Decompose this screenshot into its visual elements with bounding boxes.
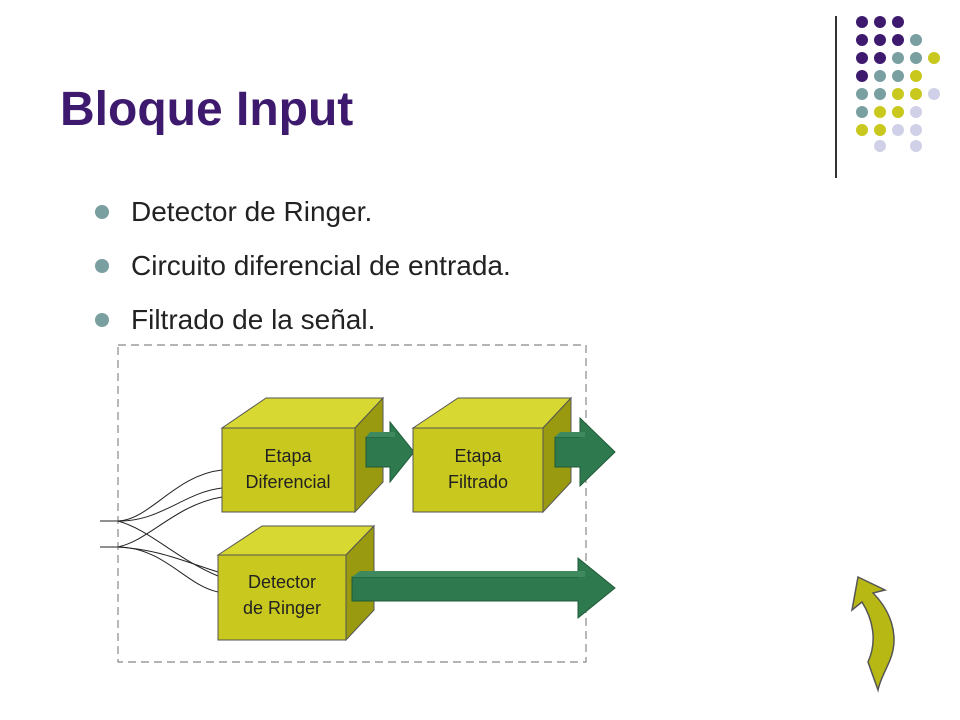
decor-dot: [856, 88, 868, 100]
bullet-dot-icon: [95, 205, 109, 219]
decor-dot: [874, 52, 886, 64]
block-etapa-diferencial: Etapa Diferencial: [220, 396, 385, 514]
decor-dot: [928, 52, 940, 64]
decor-dot: [856, 70, 868, 82]
decor-dot: [874, 88, 886, 100]
decor-dot: [892, 124, 904, 136]
decor-dot: [910, 70, 922, 82]
input-wires: [100, 469, 223, 593]
decor-dot: [874, 140, 886, 152]
bullet-text: Circuito diferencial de entrada.: [131, 250, 511, 281]
decor-dot: [856, 34, 868, 46]
block-label-line2: de Ringer: [243, 598, 321, 618]
decor-dot: [874, 106, 886, 118]
decor-dot: [874, 70, 886, 82]
decor-dot: [892, 52, 904, 64]
bullet-list: Detector de Ringer. Circuito diferencial…: [95, 192, 511, 354]
block-label-line1: Etapa: [264, 446, 312, 466]
decor-dot: [874, 34, 886, 46]
arrow-ringer-output: [351, 556, 616, 620]
diagram-boundary: [117, 344, 587, 663]
decor-dot: [910, 34, 922, 46]
decor-dot: [856, 106, 868, 118]
decor-dot: [874, 124, 886, 136]
bullet-item: Detector de Ringer.: [95, 192, 511, 246]
bullet-item: Circuito diferencial de entrada.: [95, 246, 511, 300]
block-label-line2: Filtrado: [448, 472, 508, 492]
decor-dot: [874, 16, 886, 28]
decor-dot: [928, 88, 940, 100]
bullet-dot-icon: [95, 259, 109, 273]
bullet-dot-icon: [95, 313, 109, 327]
block-label-line2: Diferencial: [245, 472, 330, 492]
arrow-filtrado-output: [554, 416, 616, 488]
decor-dot: [892, 16, 904, 28]
decor-dot: [910, 106, 922, 118]
slide-title: Bloque Input: [60, 83, 354, 136]
decor-dot: [892, 70, 904, 82]
decor-dot: [910, 52, 922, 64]
arrow-diferencial-to-filtrado: [365, 420, 415, 484]
block-label-line1: Etapa: [454, 446, 502, 466]
decor-dot: [856, 52, 868, 64]
back-arrow-icon[interactable]: [850, 575, 895, 693]
bullet-text: Filtrado de la señal.: [131, 304, 376, 335]
decor-dot: [856, 124, 868, 136]
decor-dot: [892, 34, 904, 46]
decor-dot: [910, 88, 922, 100]
decor-dot: [856, 16, 868, 28]
bullet-item: Filtrado de la señal.: [95, 300, 511, 354]
decor-dot: [910, 140, 922, 152]
block-etapa-filtrado: Etapa Filtrado: [411, 396, 573, 514]
bullet-text: Detector de Ringer.: [131, 196, 373, 227]
block-label-line1: Detector: [248, 572, 316, 592]
divider-line: [835, 16, 837, 178]
block-detector-ringer: Detector de Ringer: [216, 524, 376, 642]
decor-dot: [892, 106, 904, 118]
decor-dot: [910, 124, 922, 136]
decor-dot: [892, 88, 904, 100]
